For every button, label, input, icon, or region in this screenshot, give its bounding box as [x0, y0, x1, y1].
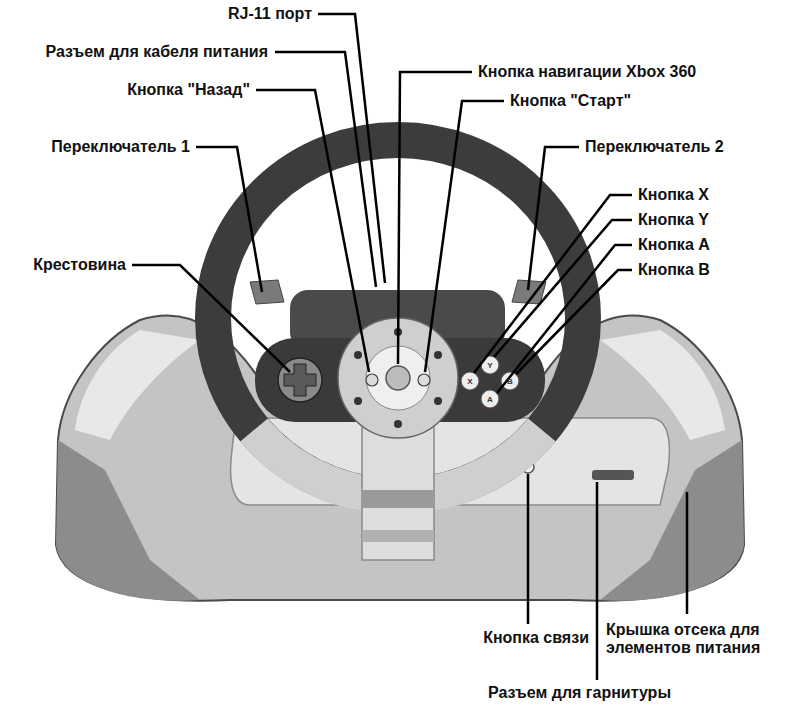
- leader-line: [256, 90, 369, 372]
- column-segment: [362, 530, 434, 542]
- hub-dot: [394, 420, 402, 428]
- base-shade: [56, 440, 200, 601]
- column-segment: [362, 490, 434, 508]
- button-label: Кнопка X: [638, 186, 709, 204]
- d-pad-label: Крестовина: [33, 256, 126, 274]
- guide-button: [386, 366, 410, 390]
- button-label: Кнопка Y: [638, 211, 709, 229]
- leader-line: [474, 195, 632, 373]
- hub-dot: [434, 351, 442, 359]
- hub-dot: [354, 397, 362, 405]
- button-label: Кнопка "Назад": [127, 81, 250, 99]
- leader-line: [596, 482, 599, 680]
- leader-line: [425, 101, 504, 372]
- battery-slot: [592, 470, 634, 480]
- face-button: [461, 372, 479, 390]
- leader-line: [196, 147, 262, 292]
- hub-dot: [434, 397, 442, 405]
- d-pad-cross: [284, 364, 316, 396]
- paddle-label: Переключатель 2: [585, 138, 724, 156]
- paddle-label: Переключатель 1: [51, 138, 190, 156]
- d-pad: [278, 358, 322, 402]
- wheel-spoke: [255, 338, 545, 422]
- leader-line: [497, 245, 632, 393]
- cover-label: Крышка отсека для элементов питания: [606, 621, 794, 657]
- connector-label: Разъем для кабеля питания: [45, 43, 268, 61]
- leader-line: [516, 270, 632, 374]
- leader-line: [275, 52, 376, 287]
- back-button: [366, 374, 378, 386]
- leader-lines: [132, 14, 687, 680]
- button-label: Кнопка A: [638, 236, 710, 254]
- base-highlight: [75, 330, 200, 440]
- leader-line: [132, 265, 290, 372]
- start-button: [418, 374, 430, 386]
- button-letter: B: [507, 377, 513, 386]
- button-letter: A: [487, 395, 493, 404]
- leader-line: [527, 474, 530, 624]
- button-letter: Y: [487, 361, 492, 370]
- button-label: Кнопка связи: [483, 629, 589, 647]
- button-label: Кнопка "Старт": [510, 92, 631, 110]
- button-letter: X: [467, 377, 472, 386]
- center-column: [362, 420, 434, 560]
- front-panel: [231, 418, 670, 505]
- leader-line: [494, 220, 632, 357]
- wheel-base: [56, 315, 744, 600]
- leader-line: [318, 14, 385, 283]
- hub-dot: [354, 351, 362, 359]
- port-label: RJ-11 порт: [228, 5, 312, 23]
- button-label: Кнопка навигации Xbox 360: [478, 63, 696, 81]
- jack-label: Разъем для гарнитуры: [488, 684, 671, 702]
- button-label: Кнопка B: [638, 261, 710, 279]
- leader-line: [686, 492, 689, 614]
- face-button: [481, 390, 499, 408]
- paddle: [250, 280, 284, 304]
